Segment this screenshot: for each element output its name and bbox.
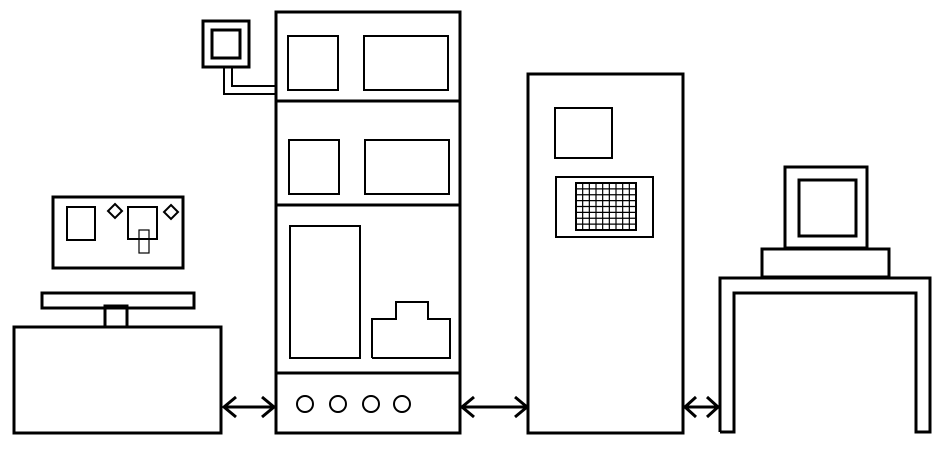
panel-gauge [66, 206, 96, 241]
console-base [12, 325, 223, 435]
arrowhead-left-icon [459, 395, 475, 419]
connector-controller-workstation [682, 395, 721, 419]
control-console [12, 195, 223, 435]
stepped-module [371, 301, 451, 359]
grid-display-frame [555, 176, 654, 238]
control-panel [51, 195, 185, 270]
arrowhead-left-icon [682, 395, 698, 419]
control-panel-frame [51, 195, 185, 270]
panel-display [127, 206, 158, 240]
grid-display-lines [576, 183, 636, 230]
monitor-screen [797, 178, 858, 238]
module-panel [363, 35, 449, 91]
arrowhead-right-icon [261, 395, 277, 419]
module-panel [364, 139, 450, 195]
monitor-stand [760, 247, 891, 279]
status-screen [554, 107, 613, 159]
indicator-light-icon [393, 395, 411, 413]
connector-console-cabinet [221, 395, 277, 419]
diamond-indicator-icon [162, 203, 180, 221]
equipment-cabinet [274, 10, 462, 435]
sensor-cable [231, 67, 276, 87]
indicator-light-icon [296, 395, 314, 413]
module-panel [289, 225, 361, 359]
control-cabinet-frame [526, 72, 685, 435]
panel-switch [138, 229, 150, 254]
module-panel [288, 139, 340, 195]
sensor-cable [223, 67, 276, 95]
sensor-unit [201, 19, 276, 95]
sensor-inner [210, 28, 242, 60]
computer-workstation [718, 165, 932, 434]
monitor-icon [783, 165, 869, 250]
console-neck [103, 304, 129, 329]
indicator-light-icon [329, 395, 347, 413]
sensor-outer [201, 19, 251, 69]
indicator-light-icon [362, 395, 380, 413]
diamond-indicator-icon [106, 202, 124, 220]
connector-cabinet-controller [459, 395, 530, 419]
desk [718, 276, 932, 434]
module-panel [287, 35, 339, 91]
arrowhead-right-icon [705, 395, 721, 419]
control-cabinet [526, 72, 685, 435]
console-shelf [40, 291, 196, 310]
cabinet-frame [274, 10, 462, 435]
arrowhead-left-icon [221, 395, 237, 419]
